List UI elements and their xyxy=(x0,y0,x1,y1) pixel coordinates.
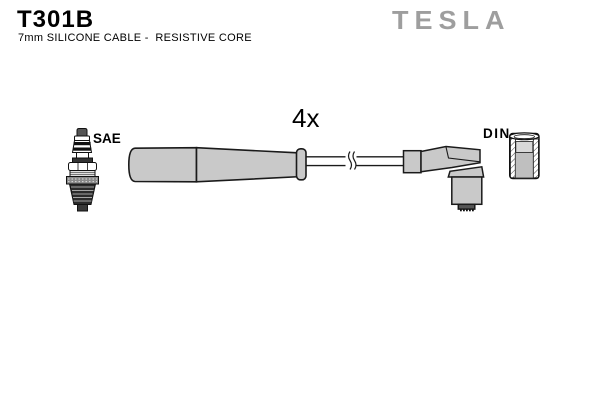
quantity-label: 4x xyxy=(292,103,320,133)
part-number: T301B xyxy=(17,6,95,33)
brand-logo: TESLA xyxy=(392,6,511,35)
cable-break-icon xyxy=(347,151,357,170)
spark-plug-icon xyxy=(66,128,99,212)
spark-plug-boot-illustration xyxy=(127,146,307,183)
din-terminal-section-illustration xyxy=(509,132,540,180)
din-end-label: DIN xyxy=(483,126,511,141)
product-subtitle: 7mm SILICONE CABLE - RESISTIVE CORE xyxy=(18,32,252,44)
distributor-boot-illustration xyxy=(402,145,485,212)
sae-end-label: SAE xyxy=(93,131,121,146)
cable-wire xyxy=(306,151,404,170)
